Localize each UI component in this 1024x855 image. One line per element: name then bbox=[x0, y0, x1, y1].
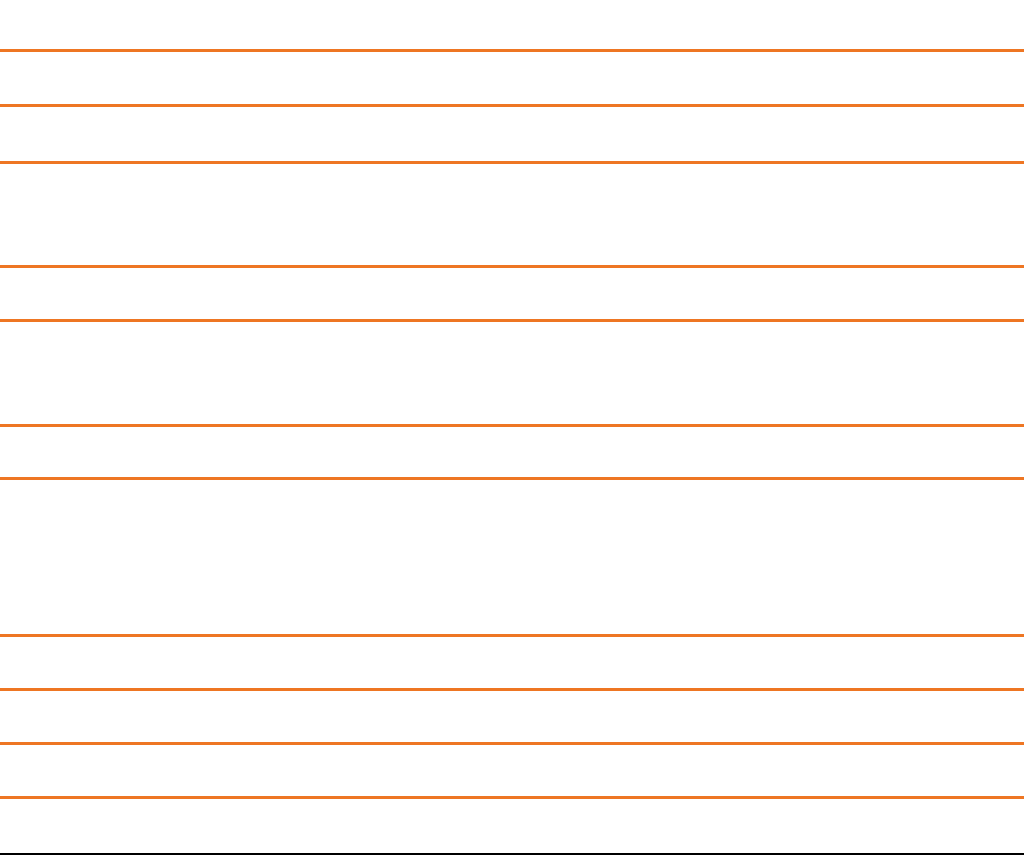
row-slot-11 bbox=[0, 745, 1024, 796]
row-slot-5 bbox=[0, 268, 1024, 319]
row-divider bbox=[0, 265, 1024, 268]
row-divider bbox=[0, 104, 1024, 107]
row-divider bbox=[0, 161, 1024, 164]
row-divider bbox=[0, 49, 1024, 52]
row-slot-4 bbox=[0, 164, 1024, 265]
row-slot-6 bbox=[0, 322, 1024, 424]
row-slot-1 bbox=[0, 0, 1024, 49]
row-slot-10 bbox=[0, 691, 1024, 742]
row-divider bbox=[0, 477, 1024, 480]
row-slot-8 bbox=[0, 480, 1024, 634]
page-bottom-edge bbox=[0, 853, 1024, 855]
row-slot-3 bbox=[0, 107, 1024, 161]
row-slot-9 bbox=[0, 637, 1024, 688]
row-slot-7 bbox=[0, 427, 1024, 477]
row-divider bbox=[0, 742, 1024, 745]
row-slot-2 bbox=[0, 52, 1024, 104]
row-divider bbox=[0, 634, 1024, 637]
row-divider bbox=[0, 688, 1024, 691]
row-divider bbox=[0, 424, 1024, 427]
row-divider bbox=[0, 319, 1024, 322]
row-divider bbox=[0, 796, 1024, 799]
